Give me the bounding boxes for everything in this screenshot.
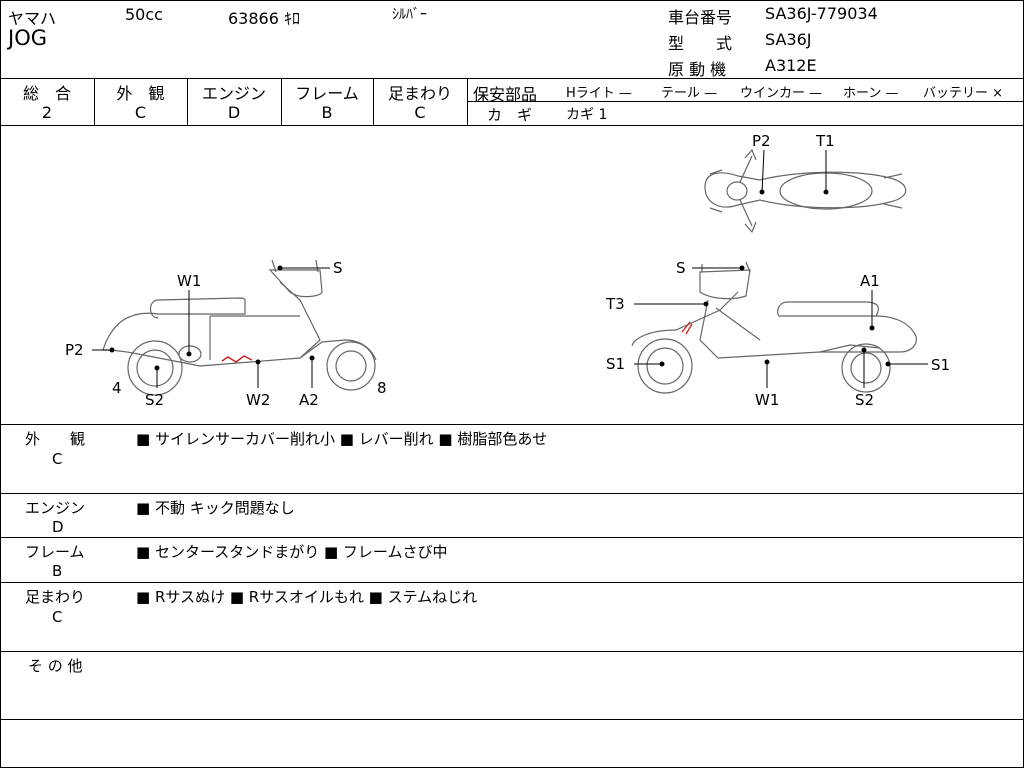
label-left-p2: P2	[65, 341, 84, 359]
label-left-8: 8	[377, 379, 387, 397]
remark-text-frame: ■ センタースタンドまがり ■ フレームさび中	[136, 543, 448, 561]
remark-grade-engine: D	[52, 518, 64, 536]
maker: ヤマハ	[8, 9, 57, 28]
remark-label-other: そ の 他	[28, 657, 83, 675]
label-left-w1: W1	[177, 272, 201, 290]
divider	[467, 78, 468, 125]
scooter-top-view	[704, 148, 907, 234]
key-label: カ ギ	[487, 106, 533, 124]
engine-label: 原 動 機	[668, 60, 727, 79]
divider	[0, 537, 1024, 538]
remark-text-suspension: ■ Rサスぬけ ■ Rサスオイルもれ ■ ステムねじれ	[136, 588, 478, 606]
grade-label-exterior: 外 観	[116, 84, 165, 103]
label-top-t1: T1	[815, 132, 835, 150]
grade-label-overall: 総 合	[22, 84, 71, 103]
remark-grade-frame: B	[52, 562, 63, 580]
grade-value-suspension: C	[414, 103, 426, 122]
divider	[281, 78, 282, 125]
remark-grade-exterior: C	[52, 450, 63, 468]
key-value: カギ 1	[566, 107, 608, 123]
divider	[187, 78, 188, 125]
frame-no-label: 車台番号	[668, 8, 733, 27]
scooter-diagram: P2 T1 S W1 P2 4 S2 W2 A2 8 S A1 T3 S1 S1…	[65, 132, 950, 409]
label-right-t3: T3	[605, 295, 625, 313]
damage-mark	[681, 321, 693, 335]
divider	[373, 78, 374, 125]
label-right-w1: W1	[755, 391, 779, 409]
grade-value-engine: D	[227, 103, 241, 122]
safety-horn: ホーン —	[843, 86, 899, 101]
frame-no: SA36J-779034	[765, 4, 878, 23]
remark-label-exterior: 外 観	[25, 430, 86, 448]
remark-label-frame: フレーム	[25, 543, 85, 561]
safety-taillight: テール —	[661, 86, 718, 101]
grade-value-exterior: C	[134, 103, 147, 122]
remark-text-exterior: ■ サイレンサーカバー削れ小 ■ レバー削れ ■ 樹脂部色あせ	[136, 430, 548, 448]
divider	[0, 125, 1024, 126]
remark-text-engine: ■ 不動 キック問題なし	[136, 499, 295, 517]
grade-label-engine: エンジン	[201, 84, 266, 103]
label-right-a1: A1	[860, 272, 880, 290]
label-left-a2: A2	[299, 391, 319, 409]
model-type-label: 型 式	[668, 34, 733, 53]
remark-grade-suspension: C	[52, 608, 63, 626]
divider	[0, 78, 1024, 79]
label-top-p2: P2	[752, 132, 771, 150]
model-name: JOG	[8, 26, 47, 50]
scooter-left-view	[102, 259, 377, 396]
divider	[0, 719, 1024, 720]
label-right-s1-rear: S1	[931, 356, 950, 374]
divider	[0, 651, 1024, 652]
mileage: 63866 ｷﾛ	[228, 9, 300, 28]
safety-winker: ウインカー —	[740, 86, 823, 101]
divider	[0, 424, 1024, 425]
label-right-s2: S2	[855, 391, 874, 409]
safety-headlight: Hライト —	[566, 86, 632, 101]
divider	[467, 101, 1024, 102]
label-left-w2: W2	[246, 391, 270, 409]
label-left-4: 4	[112, 379, 122, 397]
label-left-s: S	[333, 259, 343, 277]
label-right-s: S	[676, 259, 686, 277]
divider	[0, 582, 1024, 583]
model-type: SA36J	[765, 30, 812, 49]
grade-value-frame: B	[321, 103, 333, 122]
remark-label-engine: エンジン	[25, 499, 86, 517]
safety-label: 保安部品	[473, 85, 538, 104]
damage-mark	[221, 355, 253, 363]
divider	[94, 78, 95, 125]
engine-no: A312E	[765, 56, 817, 75]
label-left-s2: S2	[145, 391, 164, 409]
remark-label-suspension: 足まわり	[25, 588, 86, 606]
grade-label-suspension: 足まわり	[387, 84, 452, 103]
grade-label-frame: フレーム	[295, 84, 359, 103]
divider	[0, 493, 1024, 494]
grade-value-overall: 2	[41, 103, 53, 122]
safety-battery: バッテリー ×	[923, 86, 1004, 101]
label-right-s1-front: S1	[606, 355, 625, 373]
color: ｼﾙﾊﾞｰ	[392, 7, 427, 23]
displacement: 50cc	[125, 5, 163, 24]
